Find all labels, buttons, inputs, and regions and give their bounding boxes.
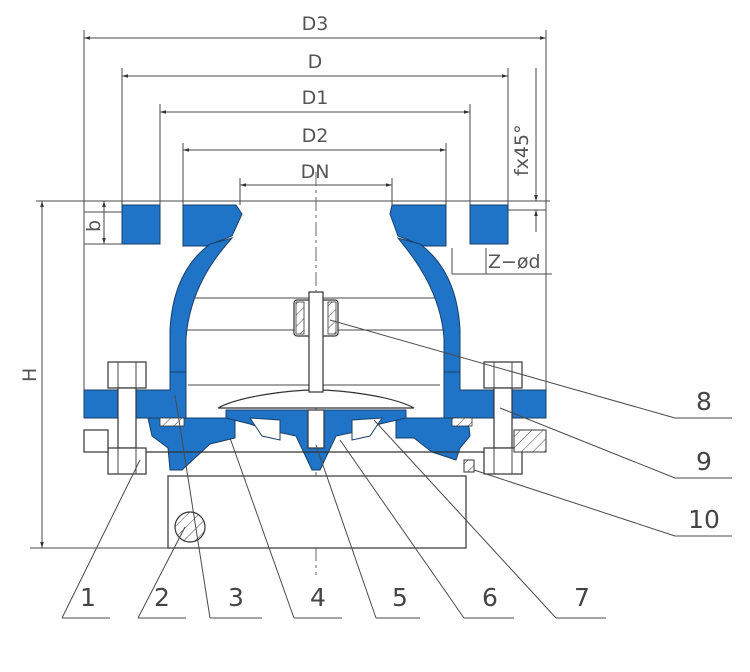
callout-labels: 1 2 3 4 5 6 7 8 9 10 [80,387,720,612]
dim-d3-label: D3 [302,13,329,35]
callout-9: 9 [696,447,712,476]
dimension-labels: D3 D D1 D2 DN fx45° Z−ød b H [19,13,541,382]
o-ring [174,511,206,543]
dim-d-label: D [308,51,323,73]
valve-stem [308,291,324,393]
callout-leaders [61,319,732,619]
callout-4: 4 [310,583,326,612]
callout-1: 1 [80,583,96,612]
internal-parts [159,291,475,473]
dim-b-label: b [83,220,105,232]
callout-5: 5 [392,583,408,612]
dim-h-label: H [19,368,41,382]
callout-8: 8 [696,387,712,416]
dim-chamfer-label: fx45° [511,124,533,176]
callout-3: 3 [228,583,244,612]
dim-d1-label: D1 [302,87,329,109]
dim-bolt-holes-label: Z−ød [488,251,541,273]
lower-pipe [83,429,547,549]
callout-2: 2 [154,583,170,612]
callout-6: 6 [482,583,498,612]
dimension-lines [30,30,552,549]
seal-ring [463,459,475,473]
disc-bolt [307,409,325,449]
callout-10: 10 [688,505,720,534]
callout-7: 7 [574,583,590,612]
dim-d2-label: D2 [302,125,329,147]
dim-dn-label: DN [301,161,330,183]
